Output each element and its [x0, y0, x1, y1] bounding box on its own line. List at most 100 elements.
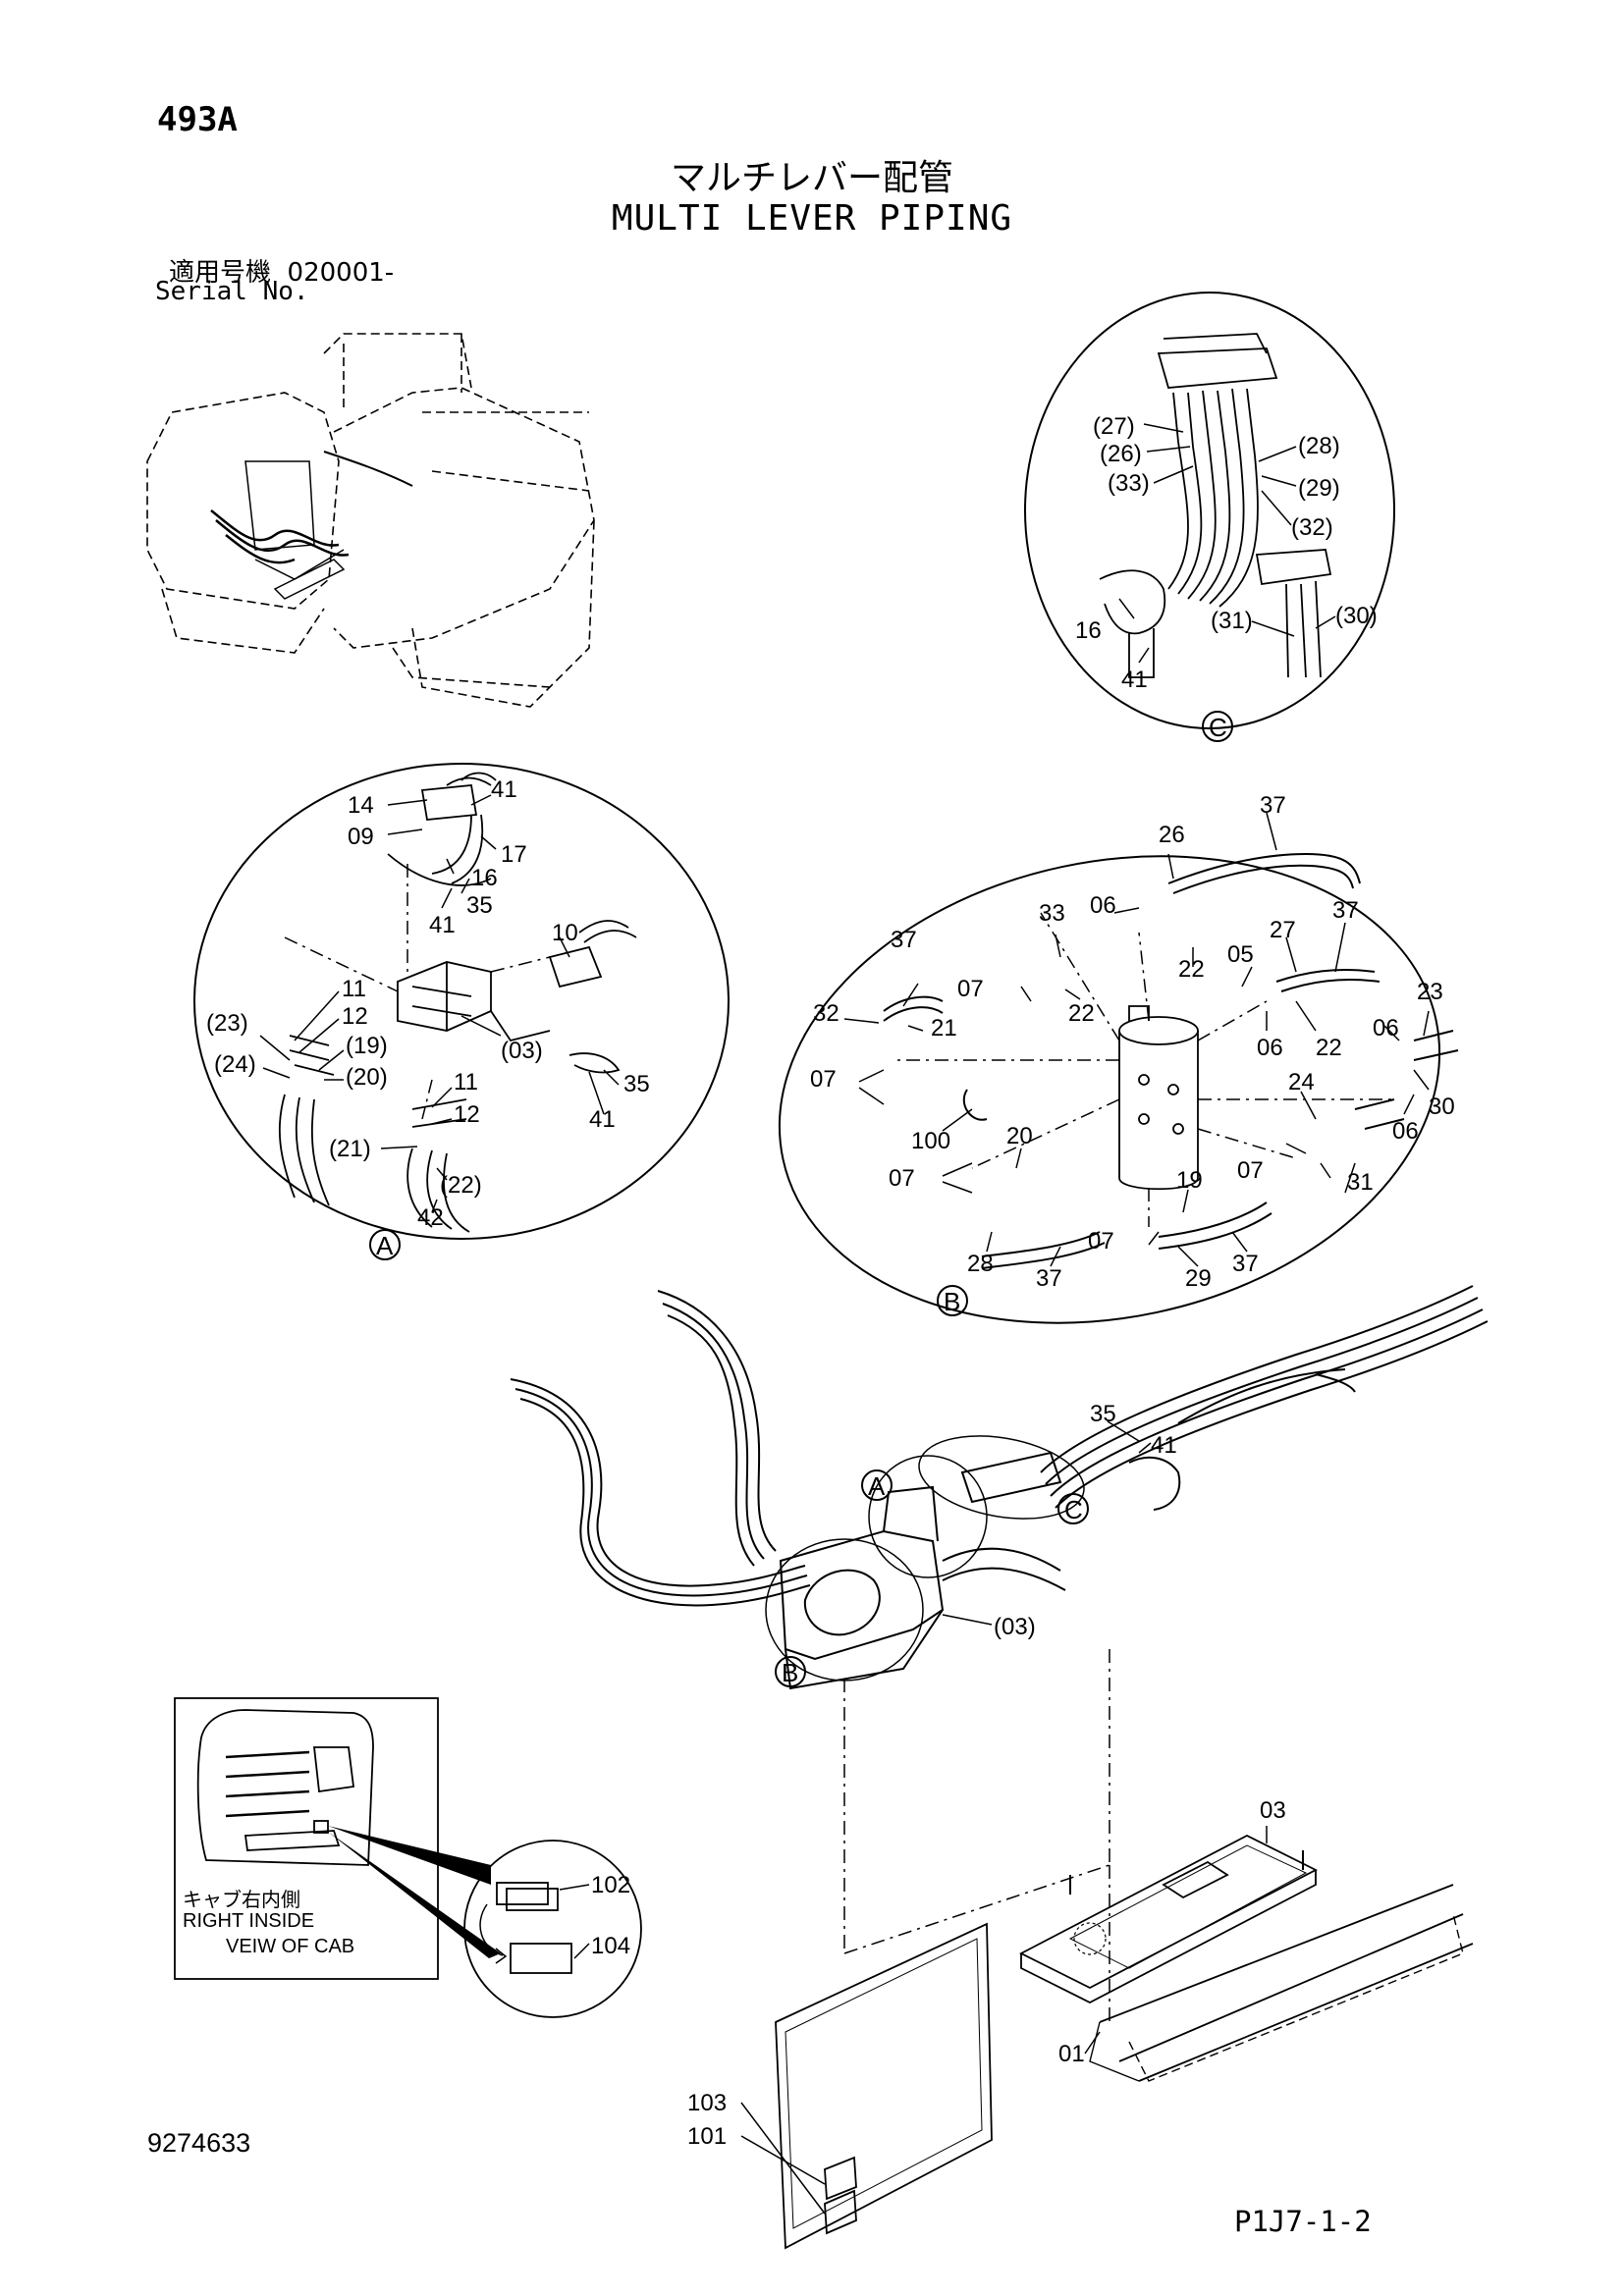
- detail-b-hoses: [883, 852, 1459, 1269]
- cab-note-japanese: キャブ右内側: [183, 1888, 300, 1911]
- detail-c-callouts: (27) (26) (33) (28) (29) (32) 16 41 (31)…: [1075, 413, 1378, 693]
- callout-a-41-mid: 41: [429, 912, 456, 938]
- callout-c-32: (32): [1291, 514, 1333, 541]
- callout-c-28: (28): [1298, 433, 1340, 459]
- callout-b-06-top: 06: [1090, 892, 1116, 919]
- callout-c-33: (33): [1108, 470, 1150, 497]
- callout-b-07-lower-left: 07: [889, 1165, 915, 1192]
- callout-b-22-mid: 22: [1068, 1000, 1095, 1027]
- callout-b-28: 28: [967, 1251, 994, 1277]
- overview-hose-bundle: [210, 451, 413, 600]
- callout-b-29: 29: [1185, 1265, 1212, 1292]
- callout-a-23: (23): [206, 1010, 248, 1037]
- serial-value: 020001-: [287, 258, 395, 288]
- bottom-parts: [775, 1834, 1474, 2250]
- detail-a-leaders: [259, 794, 620, 1213]
- callout-b-06-mid: 06: [1257, 1035, 1283, 1061]
- callout-b-21: 21: [931, 1015, 957, 1041]
- callout-b-100: 100: [911, 1128, 950, 1154]
- callout-b-26: 26: [1159, 822, 1185, 848]
- callout-a-09: 09: [348, 824, 374, 850]
- callout-41: 41: [1151, 1432, 1177, 1459]
- callout-b-20: 20: [1006, 1123, 1033, 1149]
- detail-b-swivel-block: [1118, 1005, 1199, 1191]
- bottom-leaders: [740, 1826, 1268, 2215]
- callout-104: 104: [591, 1933, 630, 1959]
- callout-a-41-right: 41: [589, 1106, 616, 1133]
- detail-c-view: [1024, 292, 1395, 742]
- callout-a-10: 10: [552, 920, 578, 946]
- detail-a-parts: [278, 772, 637, 1233]
- callout-b-27: 27: [1270, 917, 1296, 943]
- main-tag-c-circle: [1057, 1493, 1089, 1524]
- serial-line-japanese: 適用号機 020001-: [169, 252, 394, 289]
- callout-b-37-right: 37: [1332, 897, 1359, 924]
- detail-c-tag-circle: [1202, 711, 1233, 742]
- callout-b-22-top: 22: [1178, 956, 1205, 983]
- callout-b-07-top: 07: [957, 976, 984, 1002]
- callout-a-11-lower: 11: [454, 1069, 478, 1095]
- callout-a-42: 42: [417, 1204, 444, 1231]
- tag-c: C: [1209, 713, 1227, 742]
- tag-a: A: [376, 1231, 394, 1260]
- callout-c-30: (30): [1335, 603, 1378, 629]
- callout-b-24: 24: [1288, 1069, 1315, 1095]
- cab-note-line1: RIGHT INSIDE: [183, 1910, 315, 1932]
- callout-c-26: (26): [1100, 441, 1142, 467]
- cab-note-line2: VEIW OF CAB: [226, 1936, 355, 1957]
- callout-b-19: 19: [1176, 1167, 1203, 1194]
- callout-a-03: (03): [501, 1038, 543, 1064]
- callout-01: 01: [1058, 2041, 1085, 2067]
- main-tag-c: C: [1064, 1495, 1083, 1524]
- callout-b-37-lower-right: 37: [1232, 1251, 1259, 1277]
- callout-a-19: (19): [346, 1033, 388, 1059]
- detail-a-centerlines: [284, 864, 551, 1120]
- callout-b-23: 23: [1417, 979, 1443, 1005]
- callout-a-20: (20): [346, 1064, 388, 1091]
- main-tag-a: A: [868, 1471, 886, 1501]
- callout-c-27: (27): [1093, 413, 1135, 440]
- detail-c-manifold: [1099, 333, 1332, 678]
- detail-b-callouts: 37 26 06 33 37 27 37 22 05 07 32 21 22 2…: [810, 792, 1455, 1292]
- callout-b-07-left: 07: [810, 1066, 837, 1093]
- callout-b-07-right: 07: [1237, 1157, 1264, 1184]
- callout-103: 103: [687, 2090, 727, 2116]
- document-number: 9274633: [147, 2128, 251, 2158]
- callout-a-21: (21): [329, 1136, 371, 1162]
- callout-b-07-bottom: 07: [1088, 1228, 1114, 1255]
- callout-a-35-right: 35: [623, 1071, 650, 1097]
- callout-b-05: 05: [1227, 941, 1254, 968]
- callout-a-11-upper: 11: [342, 976, 366, 1002]
- callout-03-paren: (03): [994, 1614, 1036, 1640]
- callout-c-31: (31): [1211, 608, 1253, 634]
- callout-a-41-top: 41: [491, 776, 517, 803]
- main-tag-b: B: [782, 1658, 798, 1687]
- title-japanese: マルチレバー配管: [670, 158, 953, 198]
- serial-label-english: Serial No.: [155, 277, 309, 306]
- main-callouts: 35 41 (03) 03 01 102 104 103 101: [591, 1401, 1286, 2150]
- machine-overview-sketch: [146, 333, 595, 708]
- detail-a-callouts: 14 09 41 17 16 35 41 10 11 12 (23) (19) …: [206, 776, 650, 1231]
- detail-b-view: [778, 812, 1459, 1324]
- sheet-code: P1J7-1-2: [1234, 2205, 1372, 2238]
- detail-a-view: [193, 763, 730, 1260]
- callout-b-32: 32: [813, 1000, 839, 1027]
- callout-a-12-upper: 12: [342, 1003, 368, 1030]
- tag-b: B: [944, 1287, 960, 1316]
- detail-tags: C A B A C B: [376, 713, 1227, 1687]
- callout-a-35-top: 35: [466, 892, 493, 919]
- callout-c-41: 41: [1121, 667, 1148, 693]
- callout-b-22-right: 22: [1316, 1035, 1342, 1061]
- callout-b-37-left: 37: [891, 927, 917, 953]
- main-assembly: [510, 1285, 1489, 2022]
- callout-c-16: 16: [1075, 617, 1102, 644]
- detail-b-centerlines: [893, 912, 1394, 1227]
- callout-102: 102: [591, 1872, 630, 1898]
- serial-label-jp: 適用号機: [169, 258, 272, 288]
- callout-03: 03: [1260, 1797, 1286, 1824]
- callout-b-06-bottom: 06: [1392, 1118, 1419, 1145]
- callout-a-14: 14: [348, 792, 374, 819]
- cab-inset: [174, 1697, 642, 2018]
